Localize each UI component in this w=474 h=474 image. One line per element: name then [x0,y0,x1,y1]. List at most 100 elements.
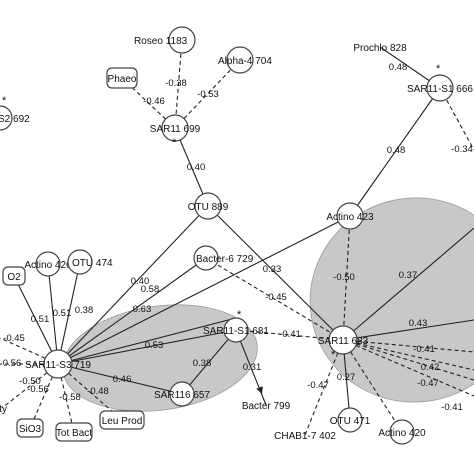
edge-666-offright [439,87,474,151]
edge-label-423-683: -0.50 [333,272,355,283]
edge-label-alpha-699: -0.53 [197,89,219,100]
node-box [2,266,26,286]
edge-alpha-699 [174,59,241,129]
node-chab: CHAB1-7 402 [274,431,336,442]
edge-719-otu474 [57,261,81,365]
node-label: Bacter 799 [242,401,291,412]
edge-683-rightmid [342,319,474,341]
edge-681-sar116 [181,329,237,395]
node-alpha: Alpha-4 704 [218,46,272,74]
edge-label-roseo-699: -0.38 [165,78,187,89]
edge-label-719-actino426: 0.51 [31,314,50,325]
node-label: SAR116 657 [154,390,210,401]
node-sar116: SAR116 657 [154,381,210,407]
edge-label-719-sar116: 0.46 [113,374,132,385]
edge-681-719 [57,329,237,365]
edge-423-719 [57,215,351,365]
node-o2: O2 [2,266,26,286]
node-label: OTU 471 [330,416,371,427]
node-actino420: Actino 420 [378,419,426,445]
node-actino423: Actino 423 [326,202,374,230]
edge-label-phaeo-699: -0.46 [143,96,165,107]
node-bacter6: Bacter-6 729 [193,245,254,271]
edge-719-ity [1,363,59,409]
node-box [16,418,44,438]
edge-label-683-rightup: 0.37 [399,270,418,281]
edge-label-683-chab: -0.47 [307,380,329,391]
edge-label-699-889: 0.40 [187,162,206,173]
node-label: Phaeo [108,74,137,85]
edge-labels: -0.38-0.53-0.460.400.480.48-0.34-0.500.3… [3,62,473,413]
edge-label-719-sio3: -0.56 [27,384,49,395]
node-circle [193,245,219,271]
edge-683-actino420 [342,339,403,433]
edge-683-right4 [342,339,474,397]
node-totbact: Tot Bact [55,422,93,442]
edge-label-prochlo-666: 0.48 [389,62,408,73]
node-box [106,67,138,89]
node-sio3: SiO3 [16,418,44,438]
edge-label-719-otu474: 0.38 [75,305,94,316]
node-circle [426,74,454,102]
node-box [99,410,145,430]
edge-label-681-sar116: 0.38 [193,358,212,369]
node-leuprod: Leu Prod [99,410,145,430]
node-sar11-699: SAR11 699 [150,114,201,142]
node-circle [169,381,195,407]
node-label: Actino 423 [326,212,374,223]
edge-label-683-right2: -0.47 [417,378,439,389]
star-marker-683: * [331,349,336,361]
node-circle [223,317,249,343]
edge-label-683-rightmid: 0.43 [409,318,428,329]
star-marker-666: * [436,63,441,75]
node-circle [389,419,415,445]
edge-label-719-left2: 0.56 [3,358,22,369]
node-sar11-s3-719: SAR11-S3 719 [25,349,91,379]
node-label: Roseo 1183 [134,36,188,47]
edge-719-o2 [13,275,59,365]
node-label: OTU 474 [72,258,113,269]
node-label: OTU 889 [188,202,229,213]
node-label: Actino 426 [24,260,72,271]
edge-683-right1 [342,339,474,353]
node-label: Prochlo 828 [353,43,407,54]
edge-label-683-right3: 0.42 [421,362,440,373]
edge-label-bacter6-683: -0.45 [265,292,287,303]
node-circle [43,349,73,379]
edge-666-423 [349,87,441,217]
edge-bacter6-719 [57,257,207,365]
edge-label-423-719: 0.33 [263,264,282,275]
edge-label-683-right4: -0.41 [441,402,463,413]
edge-719-totbact [57,363,75,433]
edge-label-719-leuprod: -0.48 [87,386,109,397]
edge-label-719-totbact: -0.58 [59,392,81,403]
node-sar11-683: SAR11 683 [318,325,369,355]
node-label: Tot Bact [56,428,92,439]
node-otu474: OTU 474 [67,249,113,275]
node-actino426: Actino 426 [24,251,72,277]
edge-label-683-otu471: 0.27 [337,372,356,383]
node-roseo: Roseo 1183 [134,26,196,54]
edge-label-bacter6-719: 0.58 [141,284,160,295]
node-box [55,422,93,442]
edge-label-719-681top: 0.63 [133,304,152,315]
star-marker-681: * [237,309,242,321]
edge-719-actino426 [47,263,59,365]
edge-label-681-683: -0.41 [279,329,301,340]
edge-label-719-left1: -0.45 [3,333,25,344]
node-s2-692: S2 692 [0,105,30,131]
edge-label-683-right1: -0.41 [413,344,435,355]
edge-683-right3 [342,339,474,371]
node-label: SAR11 699 [150,124,201,135]
node-label: SAR11 683 [318,336,369,347]
node-label: Bacter-6 729 [196,254,254,265]
edge-label-666-offright: -0.34 [451,144,473,155]
edge-label-681-719: 0.53 [145,340,164,351]
node-label: SAR11-S3 719 [25,360,91,371]
edge-label-889-719: 0.40 [131,276,150,287]
node-otu889: OTU 889 [188,192,229,220]
node-circle [194,192,222,220]
edge-681-683 [235,329,344,341]
edge-label-681-bacter799: 0.31 [243,362,262,373]
